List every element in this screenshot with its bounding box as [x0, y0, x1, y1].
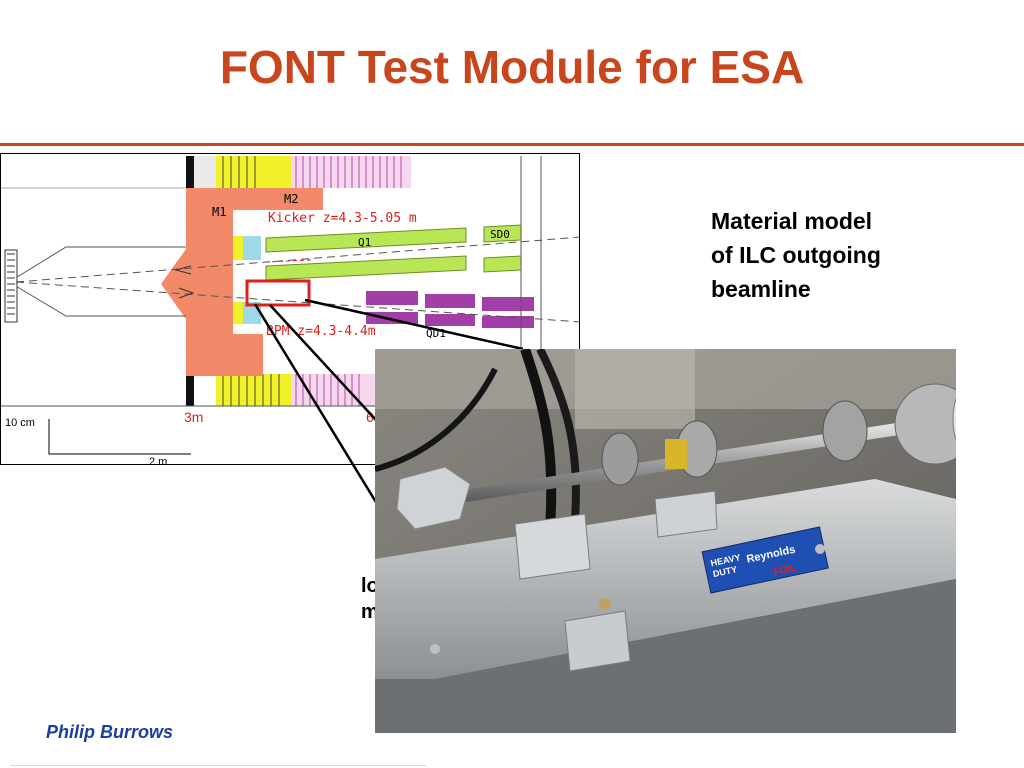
support-block-2 — [654, 490, 718, 538]
foil-box-label: FOIL — [773, 563, 798, 578]
cable-3 — [375, 367, 498, 472]
outgoing-arrow — [178, 287, 195, 299]
ip-detector — [4, 249, 18, 323]
author-name: Philip Burrows — [46, 722, 174, 742]
incoming-beamline — [15, 236, 579, 283]
scale-bar — [48, 419, 191, 455]
label-m2: M2 — [284, 192, 298, 206]
slide-title: FONT Test Module for ESA — [219, 41, 805, 93]
pink-stack-bottom — [291, 374, 376, 406]
foil-box: HEAVY DUTY Reynolds FOIL — [701, 526, 829, 594]
flange-1 — [601, 432, 639, 486]
black-block-top — [186, 156, 194, 188]
beampipe-bottom — [8, 281, 186, 317]
photo-svg: OK HEAVY DUTY Reynolds FOIL — [375, 349, 956, 733]
q1-lower — [265, 255, 467, 281]
highlight-box — [245, 279, 311, 307]
incoming-arrow — [174, 265, 192, 275]
obscured-note-line: lo — [361, 575, 379, 597]
title-divider — [0, 143, 1024, 146]
label-sd0: SD0 — [490, 228, 510, 241]
bolt-2 — [815, 544, 825, 554]
qd1-a-upper — [366, 291, 418, 305]
qd1-c-upper — [482, 297, 534, 311]
sd0-lower — [483, 255, 522, 273]
label-scale-10cm: 10 cm — [5, 417, 35, 429]
mask-m1 — [161, 188, 233, 376]
cable-2 — [536, 349, 580, 520]
kicker-marker — [264, 259, 312, 263]
label-qd1: QD1 — [426, 327, 446, 340]
test-module-photo: OK HEAVY DUTY Reynolds FOIL — [375, 349, 956, 733]
mask-m2 — [233, 188, 323, 210]
kicker-yellow — [665, 439, 687, 469]
flange-3 — [822, 400, 868, 462]
bellows — [894, 383, 956, 465]
label-q1: Q1 — [358, 236, 371, 249]
description-line: beamline — [711, 276, 811, 302]
description-line: of ILC outgoing — [711, 242, 881, 268]
label-m1: M1 — [212, 205, 226, 219]
label-scale-2m: 2 m — [149, 456, 167, 465]
qd1-a-lower — [366, 312, 418, 324]
obscured-note-line: m — [361, 601, 379, 623]
label-3m: 3m — [184, 409, 203, 425]
wall-panel-2 — [575, 349, 695, 429]
qd1-b-upper — [425, 294, 475, 308]
bolt-3 — [430, 644, 440, 654]
foil-box-text-duty: DUTY — [712, 564, 738, 579]
yellow-coil-bottom — [216, 374, 291, 406]
cable-1 — [520, 349, 557, 530]
bolt-1 — [599, 598, 611, 610]
obscured-note: lo m — [361, 573, 381, 623]
pink-stack-top — [291, 156, 411, 188]
inner-yellow-bottom — [233, 302, 243, 324]
beampipe-top — [8, 246, 186, 283]
description-line: Material model — [711, 208, 873, 234]
yellow-coil-top-2 — [261, 156, 291, 188]
support-block-1 — [514, 513, 591, 580]
description-text: Material model of ILC outgoing beamline — [711, 204, 951, 306]
inner-cyan-top — [243, 236, 261, 260]
label-bpm: BPM z=4.3-4.4m — [266, 324, 376, 339]
label-6: 6 — [366, 409, 374, 425]
table-base — [375, 579, 956, 733]
black-block-bottom — [186, 374, 194, 406]
label-kicker: Kicker z=4.3-5.05 m — [268, 211, 417, 226]
foil-wrapped-part — [396, 466, 471, 530]
footer-divider — [10, 765, 426, 766]
q1-upper — [265, 227, 467, 253]
inner-yellow-top — [233, 236, 243, 260]
mask-m1-lower — [233, 334, 263, 376]
qd1-b-lower — [425, 314, 475, 326]
support-block-3 — [564, 610, 631, 672]
end-flange — [952, 397, 956, 441]
